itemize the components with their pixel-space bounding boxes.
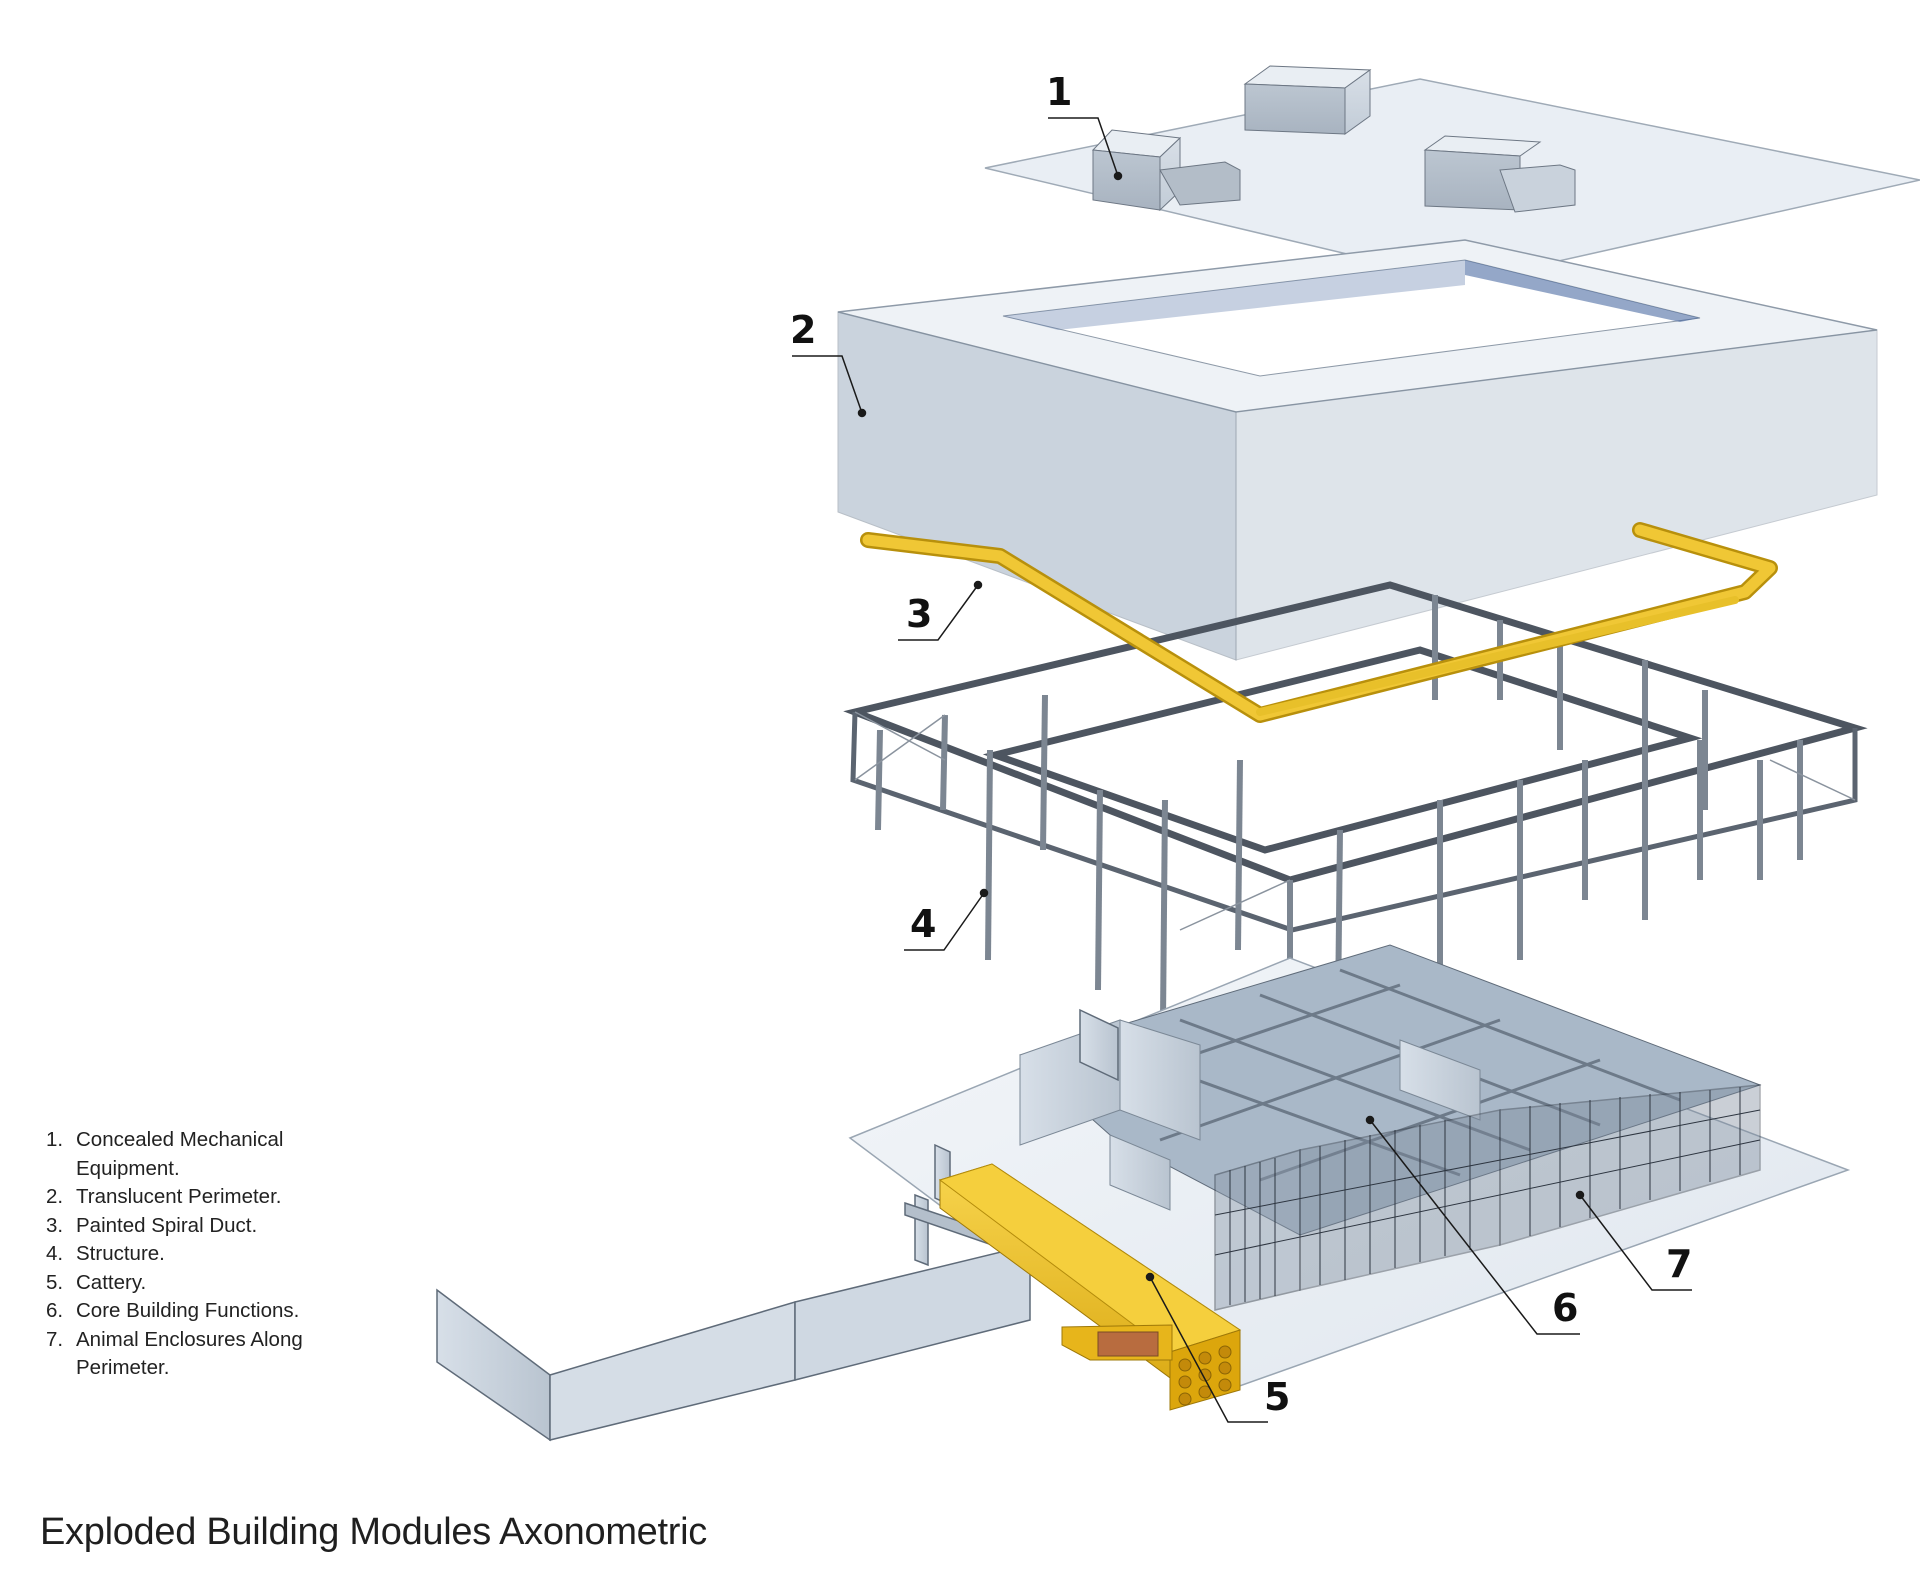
- legend-item-number: 6.: [46, 1299, 64, 1322]
- legend-list: 1. Concealed Mechanical Equipment. 2. Tran…: [46, 1126, 346, 1383]
- animal-enclosures: [1214, 1084, 1761, 1311]
- painted-spiral-duct-module: [860, 522, 1778, 723]
- legend-item: 4. Structure.: [46, 1240, 346, 1269]
- callout-4: 4: [910, 902, 936, 946]
- callout-5: 5: [1264, 1375, 1290, 1419]
- long-site-wall: [436, 1201, 1031, 1442]
- legend-item-number: 7.: [46, 1327, 64, 1351]
- legend-item: 2. Translucent Perimeter.: [46, 1183, 346, 1212]
- legend-item-number: 3.: [46, 1213, 64, 1237]
- legend-item-text: Structure.: [76, 1242, 165, 1265]
- legend-item-text: Translucent Perimeter.: [76, 1185, 282, 1208]
- legend-item: 7. Animal Enclosures Along Perimeter.: [46, 1326, 346, 1383]
- legend-item: 6. Core Building Functions.: [46, 1297, 346, 1326]
- leader-lines: [792, 117, 1692, 1423]
- legend-item: 5. Cattery.: [46, 1269, 346, 1298]
- mech-unit-a: [1091, 129, 1241, 212]
- callout-6: 6: [1552, 1286, 1578, 1330]
- callout-labels: 1 2 3 4 5 6 7: [790, 70, 1692, 1419]
- callout-1: 1: [1046, 70, 1072, 114]
- legend-item-number: 1.: [46, 1128, 64, 1151]
- diagram-caption: Exploded Building Modules Axonometric: [40, 1511, 707, 1554]
- mech-unit-b: [1243, 65, 1372, 135]
- cattery-portholes: [1178, 1345, 1232, 1406]
- legend-item-text: Painted Spiral Duct.: [76, 1213, 258, 1237]
- legend-item: 1. Concealed Mechanical Equipment.: [46, 1126, 346, 1183]
- mech-unit-c: [1423, 135, 1576, 213]
- callout-3: 3: [906, 592, 932, 636]
- translucent-perimeter-module: [837, 239, 1878, 661]
- legend-item-number: 2.: [46, 1185, 64, 1208]
- ground-floor-module: [436, 944, 1851, 1442]
- callout-2: 2: [790, 308, 816, 352]
- legend-item-text: Cattery.: [76, 1270, 147, 1294]
- callout-7: 7: [1666, 1242, 1692, 1286]
- legend-item-number: 5.: [46, 1270, 64, 1294]
- legend-item-text: Core Building Functions.: [76, 1299, 300, 1322]
- mechanical-equipment-module: [984, 65, 1920, 283]
- legend-item-text: Concealed Mechanical Equipment.: [76, 1128, 284, 1180]
- legend-item-text: Animal Enclosures Along Perimeter.: [76, 1327, 303, 1380]
- legend-item: 3. Painted Spiral Duct.: [46, 1212, 346, 1241]
- legend-item-number: 4.: [46, 1242, 64, 1265]
- structure-module: [843, 581, 1868, 1030]
